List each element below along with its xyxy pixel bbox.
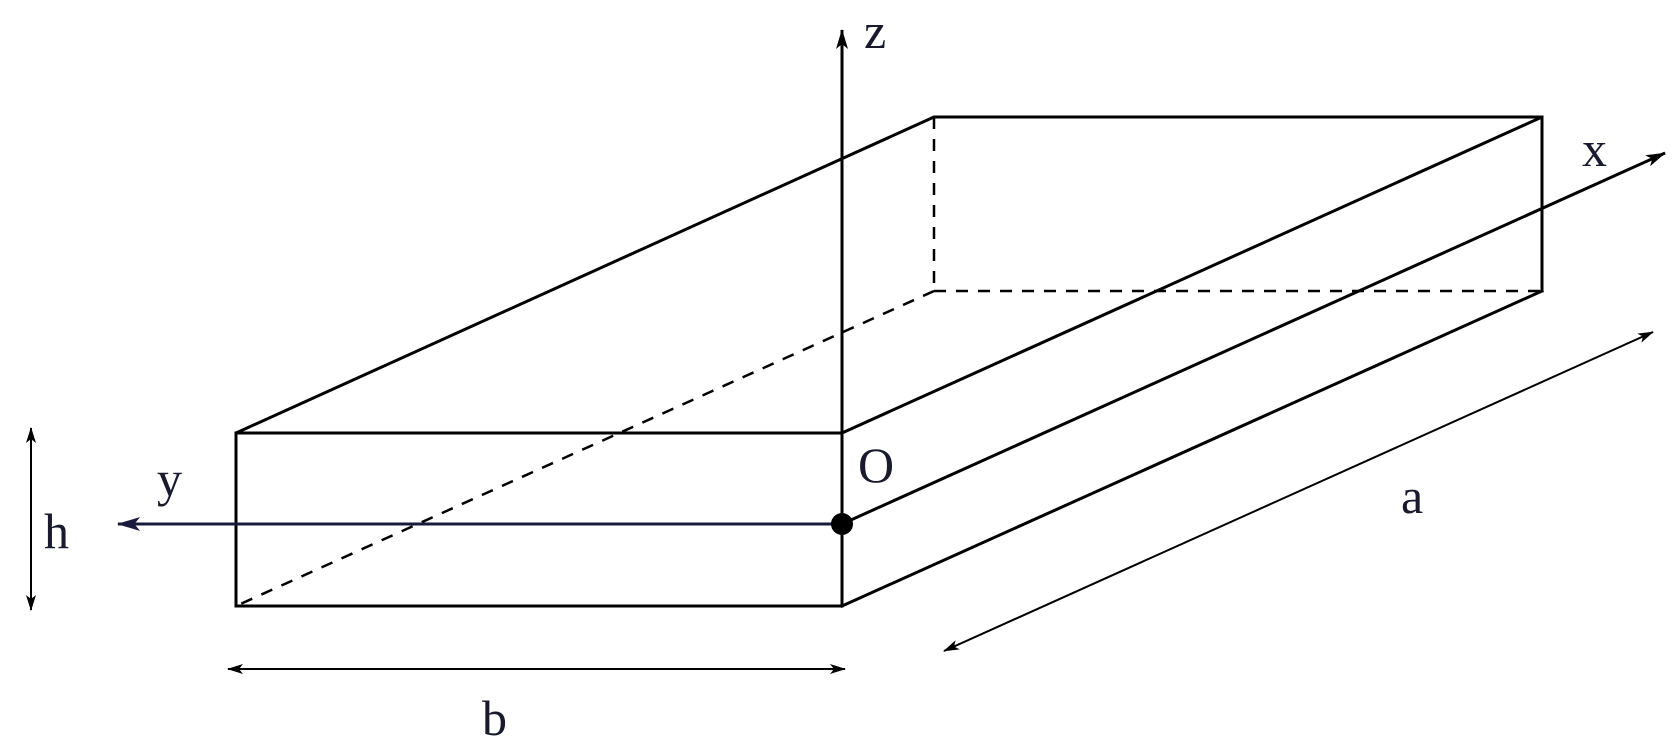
plate-box (234, 115, 1544, 608)
length-label: a (1401, 468, 1423, 524)
origin-point (831, 513, 853, 535)
length-dimension (943, 331, 1654, 652)
width-label: b (482, 690, 507, 746)
z-axis-label: z (864, 3, 886, 59)
dimensions (26, 331, 1654, 674)
hidden-edges (235, 117, 1542, 608)
thickness-label: h (44, 503, 69, 559)
x-axis (841, 151, 1666, 526)
labels: z x y O h b a (44, 3, 1607, 746)
x-axis-label: x (1582, 121, 1607, 177)
origin-label: O (858, 437, 894, 493)
y-axis-label: y (157, 451, 182, 507)
